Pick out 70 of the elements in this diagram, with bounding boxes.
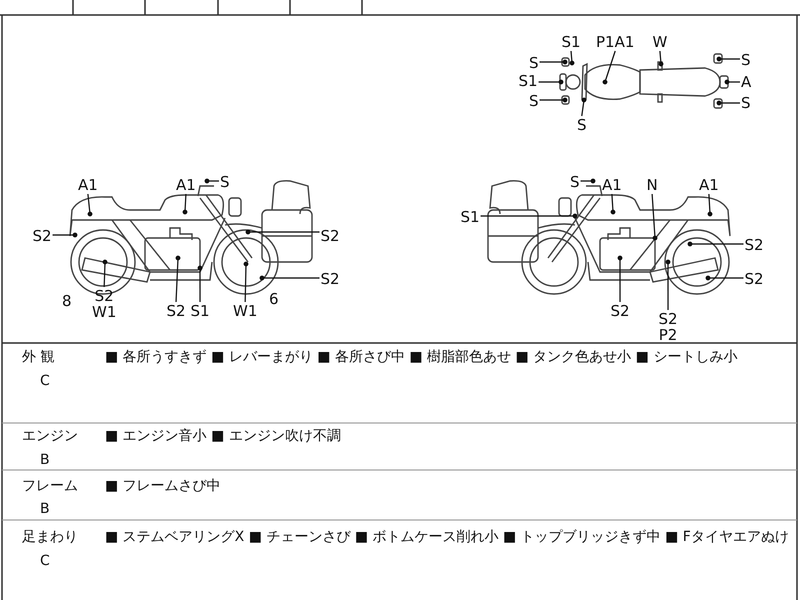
leader-line — [204, 178, 219, 184]
callout-label: S2 — [320, 228, 340, 244]
category-label: 足まわり — [22, 528, 78, 546]
leader-line — [658, 50, 664, 66]
defect-list: ■ 各所うすきず ■ レバーまがり ■ 各所さび中 ■ 樹脂部色あせ ■ タンク色あせ小 ■ シートしみ小 — [105, 348, 738, 366]
leader-line — [580, 178, 596, 184]
callout-label: N — [646, 177, 658, 193]
callout-label: S2 P2 — [658, 311, 678, 343]
leader-line — [538, 80, 564, 84]
leader-line — [246, 230, 320, 234]
callout-label: S — [220, 174, 230, 190]
leader-line — [618, 256, 622, 302]
callout-label: S2 — [32, 228, 52, 244]
callout-label: S2 — [166, 303, 186, 319]
leader-line — [716, 56, 740, 62]
grade-label: C — [40, 552, 50, 570]
callout-label: S — [741, 95, 751, 111]
leader-line — [570, 50, 574, 66]
category-label: 外 観 — [22, 348, 54, 366]
leader-line — [198, 266, 202, 302]
callout-label: S1 — [562, 34, 581, 50]
leader-line — [666, 260, 670, 310]
callout-label: S1 — [190, 303, 210, 319]
callout-number: 6 — [269, 291, 279, 307]
callout-number: 8 — [62, 293, 72, 309]
leader-line — [716, 100, 740, 106]
callout-label: A1 — [78, 177, 98, 193]
leader-line — [540, 98, 568, 102]
defect-list: ■ ステムベアリングX ■ チェーンさび ■ ボトムケース削れ小 ■ トップブリッジきず中 ■ Fタイヤエアぬけ — [105, 528, 789, 546]
grade-label: C — [40, 372, 50, 390]
grade-label: B — [40, 451, 50, 469]
callout-label: W1 — [233, 303, 258, 319]
leader-line — [102, 260, 108, 288]
callout-label: A — [741, 74, 752, 90]
callout-label: S2 — [320, 271, 340, 287]
callout-label: S2 — [744, 271, 764, 287]
defect-list: ■ フレームさび中 — [105, 477, 221, 495]
callout-label: P1A1 — [596, 34, 634, 50]
leader-line — [688, 242, 744, 246]
grade-label: B — [40, 500, 50, 518]
leader-line — [182, 194, 188, 214]
leader-line — [260, 276, 320, 280]
leader-line — [708, 194, 712, 216]
leader-line — [602, 50, 616, 84]
motorcycle-top-view-drawing — [559, 53, 729, 109]
callout-label: A1 — [602, 177, 622, 193]
callout-label: S — [570, 174, 580, 190]
callout-label: S1 — [518, 73, 538, 89]
callout-label: S — [529, 55, 539, 71]
callout-label: S2 — [744, 237, 764, 253]
leader-line — [540, 60, 568, 64]
callout-label: S — [529, 93, 539, 109]
leader-line — [581, 98, 586, 116]
callout-label: A1 — [176, 177, 196, 193]
leader-line — [652, 194, 658, 240]
callout-label: W — [652, 34, 668, 50]
leader-line — [52, 232, 78, 238]
category-label: エンジン — [22, 427, 78, 445]
leader-line — [87, 194, 92, 216]
defect-list: ■ エンジン音小 ■ エンジン吹け不調 — [105, 427, 341, 445]
leader-line — [610, 194, 616, 214]
callout-label: S1 — [460, 209, 480, 225]
callout-label: S2 — [610, 303, 630, 319]
leader-line — [175, 256, 180, 302]
callout-label: S — [577, 117, 587, 133]
category-label: フレーム — [22, 477, 78, 495]
leader-line — [706, 276, 744, 280]
callout-label: A1 — [699, 177, 719, 193]
leader-line — [724, 80, 740, 84]
callout-label: S — [741, 52, 751, 68]
